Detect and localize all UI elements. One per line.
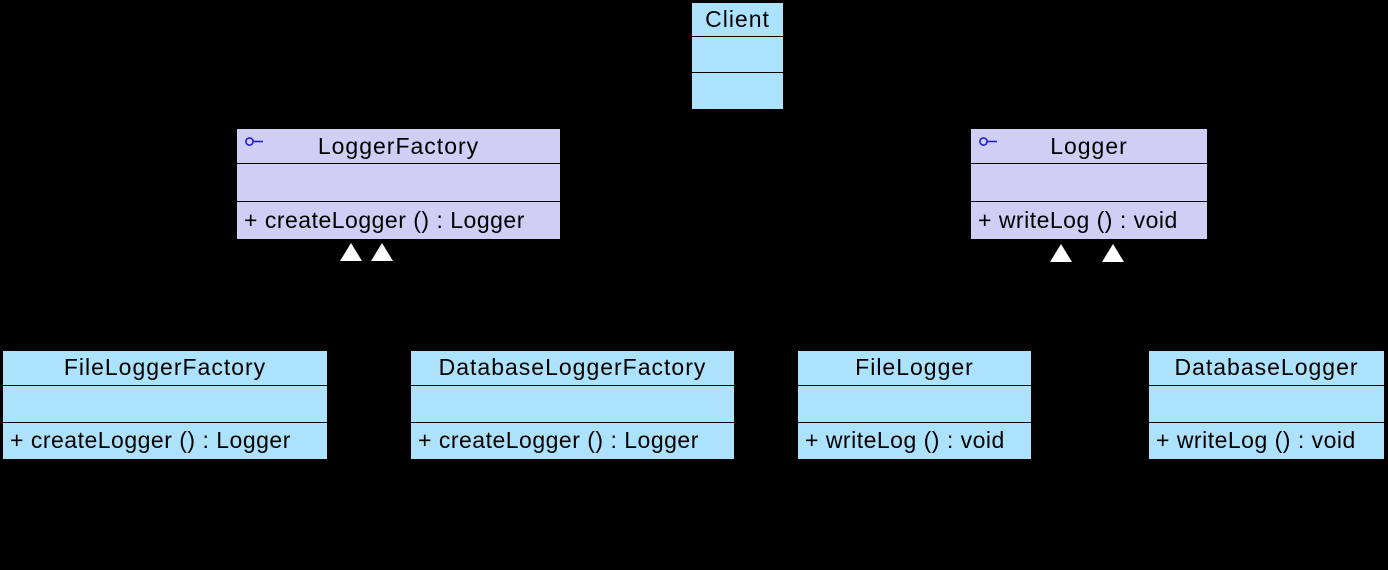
attributes-compartment (3, 386, 327, 423)
class-name-compartment: DatabaseLogger (1149, 351, 1384, 386)
class-name-compartment: FileLoggerFactory (3, 351, 327, 386)
lollipop-interface-icon (244, 135, 267, 148)
methods-compartment (692, 73, 783, 109)
class-name: Logger (1050, 132, 1128, 159)
generalization-arrowhead-icon[interactable] (371, 243, 393, 261)
methods-compartment: + createLogger () : Logger (411, 423, 734, 459)
class-name: FileLoggerFactory (63, 354, 267, 381)
methods-compartment: + createLogger () : Logger (237, 202, 560, 239)
generalization-arrowhead-icon[interactable] (340, 243, 362, 261)
methods-text: + writeLog () : void (805, 427, 1005, 454)
methods-text: + createLogger () : Logger (10, 427, 291, 454)
methods-text: + writeLog () : void (1156, 427, 1356, 454)
attributes-compartment (692, 37, 783, 74)
attributes-compartment (798, 386, 1031, 423)
methods-text: + createLogger () : Logger (244, 207, 525, 234)
class-name-compartment: Client (692, 3, 783, 37)
methods-text: + writeLog () : void (978, 207, 1178, 234)
attributes-compartment (971, 164, 1207, 203)
class-name: FileLogger (855, 354, 974, 381)
class-name-compartment: FileLogger (798, 351, 1031, 386)
generalization-arrowhead-icon[interactable] (1050, 244, 1072, 262)
generalization-arrowhead-icon[interactable] (1102, 244, 1124, 262)
methods-compartment: + writeLog () : void (798, 423, 1031, 459)
class-box-logger[interactable]: Logger + writeLog () : void (970, 128, 1208, 240)
class-name: DatabaseLogger (1174, 354, 1359, 381)
class-box-filelogger[interactable]: FileLogger + writeLog () : void (797, 350, 1032, 460)
class-name-compartment: Logger (971, 129, 1207, 165)
methods-text: + createLogger () : Logger (418, 427, 699, 454)
lollipop-interface-icon (978, 135, 1001, 148)
class-box-client[interactable]: Client (691, 2, 784, 110)
class-name-compartment: DatabaseLoggerFactory (411, 351, 734, 386)
class-name: DatabaseLoggerFactory (438, 354, 707, 381)
methods-compartment: + writeLog () : void (971, 202, 1207, 239)
class-box-loggerfactory[interactable]: LoggerFactory + createLogger () : Logger (236, 128, 561, 240)
methods-compartment: + createLogger () : Logger (3, 423, 327, 459)
class-name: LoggerFactory (317, 132, 480, 159)
class-box-databaseloggerfactory[interactable]: DatabaseLoggerFactory + createLogger () … (410, 350, 735, 460)
class-box-fileloggerfactory[interactable]: FileLoggerFactory + createLogger () : Lo… (2, 350, 328, 460)
class-box-databaselogger[interactable]: DatabaseLogger + writeLog () : void (1148, 350, 1385, 460)
attributes-compartment (1149, 386, 1384, 423)
class-name: Client (705, 5, 770, 32)
methods-compartment: + writeLog () : void (1149, 423, 1384, 459)
class-name-compartment: LoggerFactory (237, 129, 560, 165)
attributes-compartment (411, 386, 734, 423)
attributes-compartment (237, 164, 560, 203)
